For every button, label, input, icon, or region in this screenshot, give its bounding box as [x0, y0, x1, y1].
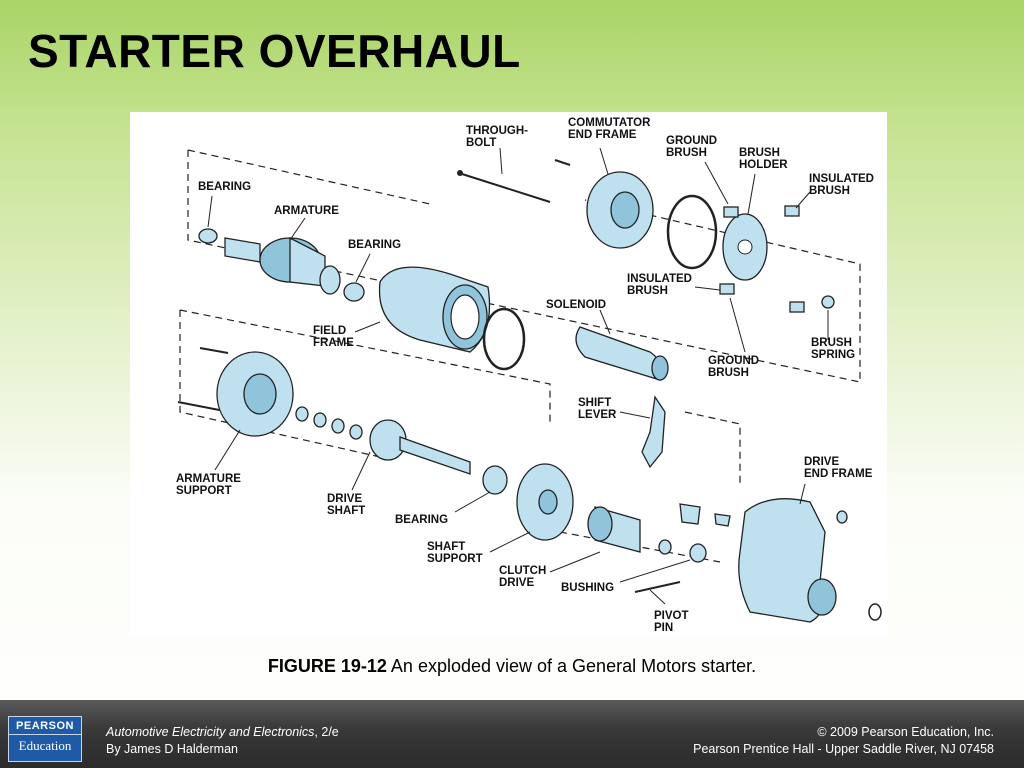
book-author: By James D Halderman [106, 742, 238, 756]
label-bearing-left: BEARING [198, 181, 251, 193]
logo-line-1: PEARSON [9, 717, 81, 735]
book-title: Automotive Electricity and Electronics [106, 725, 315, 739]
footer-publisher-info: © 2009 Pearson Education, Inc. Pearson P… [693, 724, 994, 758]
label-bearing-lower: BEARING [395, 514, 448, 526]
drive-shaft-part [369, 419, 471, 475]
label-bushing: BUSHING [561, 582, 614, 594]
copyright-text: © 2009 Pearson Education, Inc. [817, 725, 994, 739]
shaft-support-part [516, 463, 574, 541]
drive-end-frame-part [738, 498, 837, 623]
slide-title: STARTER OVERHAUL [28, 25, 521, 77]
pearson-logo: PEARSON Education [8, 716, 82, 762]
solenoid-group [575, 326, 669, 469]
label-bearing-middle: BEARING [348, 239, 401, 251]
label-armature: ARMATURE [274, 205, 339, 217]
commutator-end-frame-part [586, 171, 654, 249]
figure-caption: FIGURE 19-12 An exploded view of a Gener… [0, 656, 1024, 677]
book-edition: , 2/e [314, 725, 339, 739]
armature-part [224, 236, 341, 295]
label-through-bolt: THROUGH-BOLT [466, 125, 528, 149]
field-frame-part [378, 266, 491, 353]
brush-holder-part [722, 213, 768, 281]
footer-book-info: Automotive Electricity and Electronics, … [106, 724, 339, 758]
leader-lines [207, 147, 829, 605]
upper-row-parts [198, 171, 835, 371]
armature-support-part [216, 351, 294, 437]
publisher-text: Pearson Prentice Hall - Upper Saddle Riv… [693, 742, 994, 756]
logo-line-2: Education [18, 738, 72, 753]
footer-bar: PEARSON Education Automotive Electricity… [0, 700, 1024, 768]
figure-caption-text: An exploded view of a General Motors sta… [386, 656, 757, 676]
label-solenoid: SOLENOID [546, 299, 606, 311]
clutch-drive-part [587, 506, 641, 553]
figure-number: FIGURE 19-12 [267, 656, 387, 676]
lower-row-parts [216, 351, 882, 623]
